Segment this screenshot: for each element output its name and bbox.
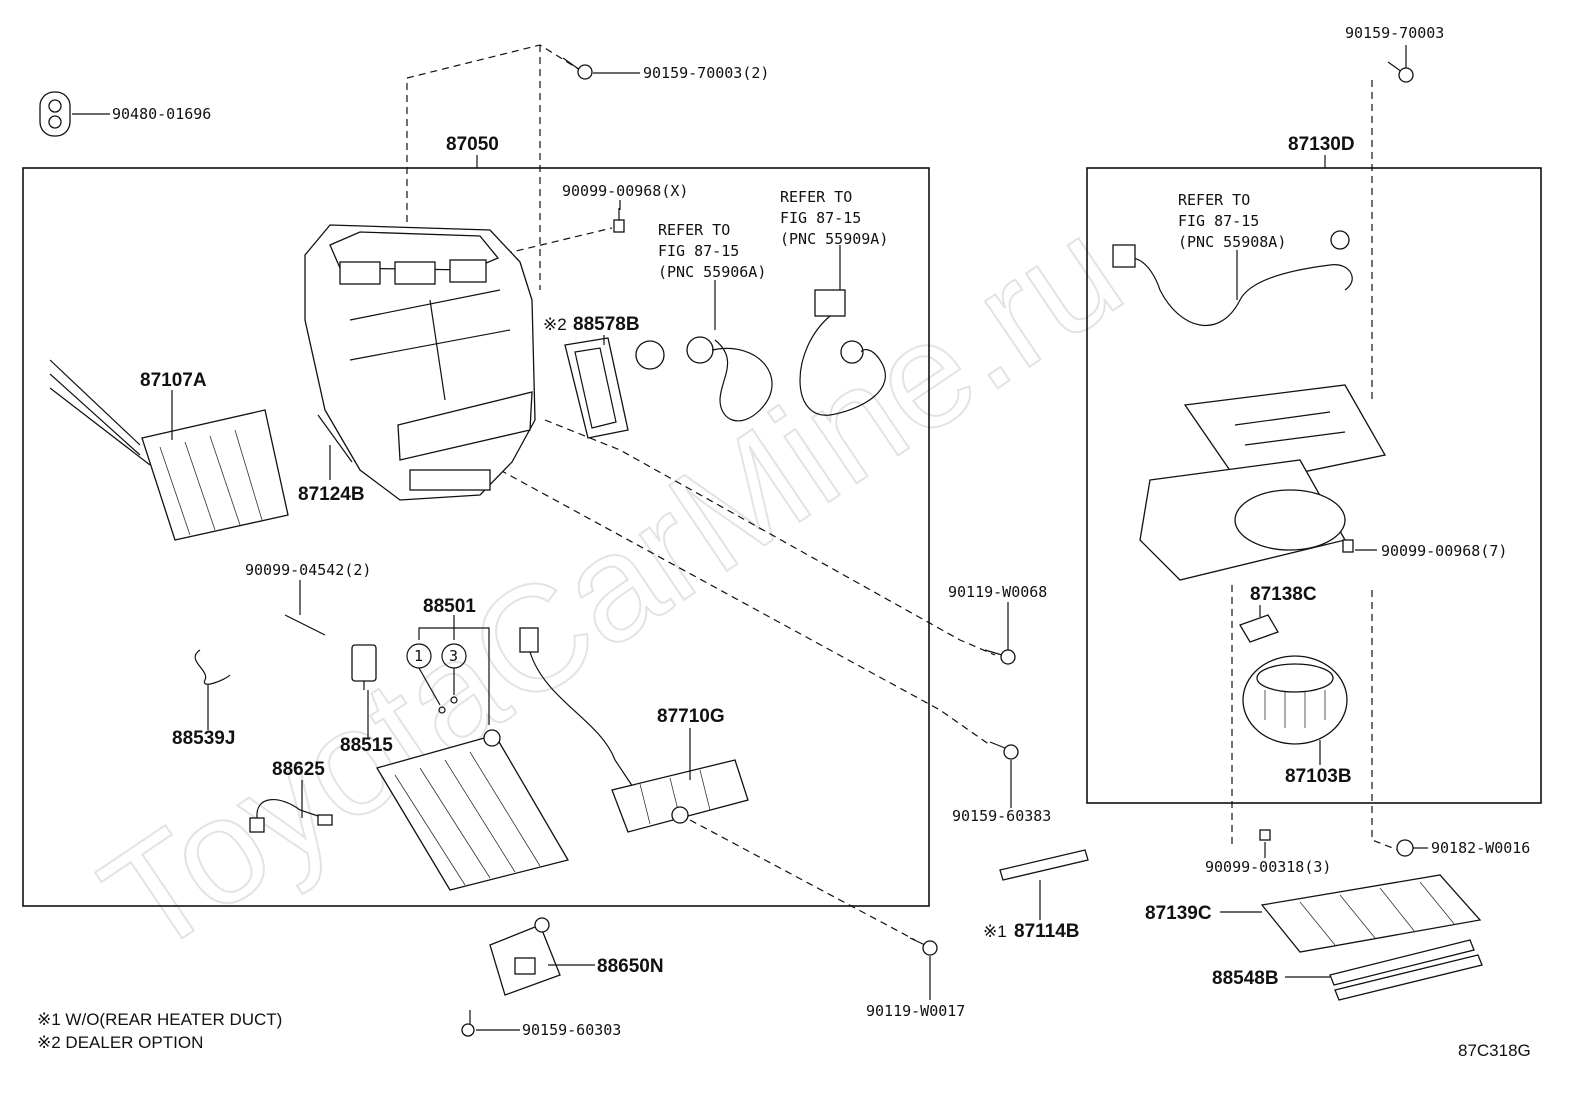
frame-88578b-part — [564, 337, 629, 439]
label-87710g: 87710G — [657, 706, 725, 727]
screw-90099-00318-part — [1259, 829, 1271, 841]
footnote-1: ※1 W/O(REAR HEATER DUCT) — [37, 1010, 282, 1029]
label-87114b-mark: ※1 — [983, 922, 1007, 941]
bolt-90119-w0068-part — [984, 649, 1016, 665]
blower-motor-part — [1242, 655, 1348, 745]
refer-note-55908a: REFER TO FIG 87-15 (PNC 55908A) — [1178, 191, 1286, 251]
label-87107a: 87107A — [140, 370, 207, 391]
heater-core-part — [49, 359, 289, 541]
label-90099-04542-2: 90099-04542(2) — [245, 561, 371, 579]
label-90480-01696: 90480-01696 — [112, 105, 211, 123]
label-90099-00968x: 90099-00968(X) — [562, 182, 688, 200]
right-assembly-box — [1086, 167, 1542, 804]
circle-mark-1: 1 — [406, 643, 446, 714]
thermistor-88625-part — [249, 798, 333, 833]
screw-90099-00968x-part — [613, 208, 625, 233]
label-90099-00968-7: 90099-00968(7) — [1381, 542, 1507, 560]
screw-90099-00968-7-part — [1342, 539, 1354, 553]
screw-90159-60303-part — [461, 1010, 475, 1037]
bolt-90159-70003-part — [1387, 61, 1414, 83]
sensor-55909a-part — [799, 289, 886, 416]
refer-note-55909a: REFER TO FIG 87-15 (PNC 55909A) — [780, 188, 888, 248]
clip-90182-w0016-part — [1396, 839, 1414, 857]
leader-lines — [72, 45, 1428, 1031]
sensor-55906a-part — [635, 336, 773, 422]
label-87124b: 87124B — [298, 484, 365, 505]
label-88578b: 88578B — [573, 314, 640, 335]
tube-88539j-part — [194, 649, 231, 685]
air-filter-87139c-part — [1260, 874, 1482, 953]
svg-text:FIG 87-15: FIG 87-15 — [1178, 212, 1259, 230]
label-88650n: 88650N — [597, 956, 664, 977]
label-87139c: 87139C — [1145, 903, 1212, 924]
svg-text:(PNC 55906A): (PNC 55906A) — [658, 263, 766, 281]
label-87138c: 87138C — [1250, 584, 1317, 605]
label-87050: 87050 — [446, 134, 499, 155]
left-assembly-box — [22, 167, 930, 907]
bolt-90159-70003-2-part — [562, 57, 593, 80]
label-90159-70003-2: 90159-70003(2) — [643, 64, 769, 82]
bolt-90119-w0017-part — [909, 937, 938, 956]
label-88539j: 88539J — [172, 728, 235, 749]
svg-text:FIG 87-15: FIG 87-15 — [658, 242, 739, 260]
svg-text:FIG 87-15: FIG 87-15 — [780, 209, 861, 227]
bracket-87114b-part — [999, 849, 1089, 881]
evaporator-88501-part — [376, 729, 569, 891]
grommet-part — [39, 91, 71, 137]
actuator-88650n-part — [489, 917, 561, 996]
circle-mark-3-label: 3 — [449, 647, 458, 665]
svg-text:REFER TO: REFER TO — [658, 221, 730, 239]
label-88578b-mark: ※2 — [543, 315, 567, 334]
svg-text:REFER TO: REFER TO — [1178, 191, 1250, 209]
svg-text:REFER TO: REFER TO — [780, 188, 852, 206]
label-88501: 88501 — [423, 596, 476, 617]
label-90159-60383: 90159-60383 — [952, 807, 1051, 825]
label-87103b: 87103B — [1285, 766, 1352, 787]
label-90182-w0016: 90182-W0016 — [1431, 839, 1530, 857]
circle-mark-3: 3 — [441, 643, 467, 704]
footnote-2: ※2 DEALER OPTION — [37, 1033, 203, 1052]
label-88548b: 88548B — [1212, 968, 1279, 989]
label-88515: 88515 — [340, 735, 393, 756]
seal-87124b-part — [317, 414, 353, 463]
svg-text:(PNC 55908A): (PNC 55908A) — [1178, 233, 1286, 251]
label-90099-00318-3: 90099-00318(3) — [1205, 858, 1331, 876]
ptc-heater-part — [519, 627, 749, 833]
label-90159-70003: 90159-70003 — [1345, 24, 1444, 42]
svg-text:(PNC 55909A): (PNC 55909A) — [780, 230, 888, 248]
label-87130d: 87130D — [1288, 134, 1355, 155]
label-88625: 88625 — [272, 759, 325, 780]
refer-note-55906a: REFER TO FIG 87-15 (PNC 55906A) — [658, 221, 766, 281]
strips-88548b-part — [1329, 939, 1483, 1001]
valve-88515-part — [351, 644, 377, 690]
label-90159-60303: 90159-60303 — [522, 1021, 621, 1039]
label-90119-w0068: 90119-W0068 — [948, 583, 1047, 601]
label-87114b: 87114B — [1014, 921, 1080, 942]
label-90119-w0017: 90119-W0017 — [866, 1002, 965, 1020]
blower-unit-part — [1112, 230, 1387, 581]
bolt-90159-60383-part — [989, 741, 1019, 760]
screw-90099-04542-part — [284, 614, 326, 636]
heater-unit-part — [304, 224, 536, 501]
drawing-code: 87C318G — [1458, 1041, 1531, 1060]
circle-mark-1-label: 1 — [414, 647, 423, 665]
resistor-87138c-part — [1239, 614, 1279, 643]
